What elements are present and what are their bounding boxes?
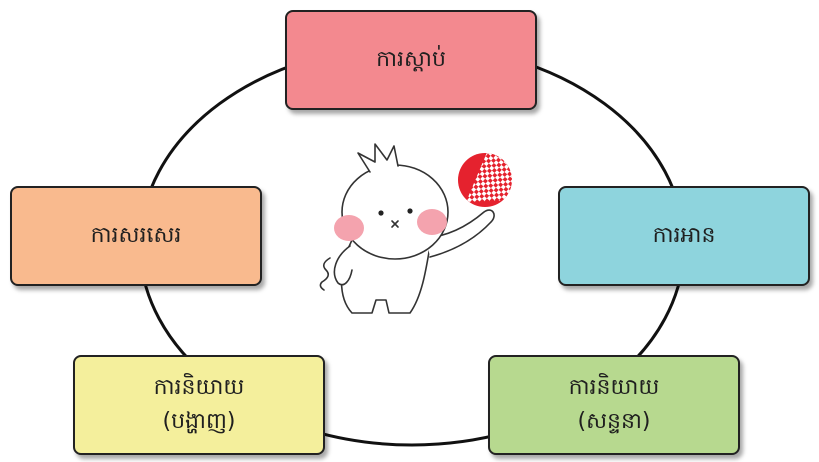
node-reading-label: ការអាន [652, 223, 716, 248]
mascot-right-arm [425, 209, 495, 258]
node-speaking-presentation: ការនិយាយ (បង្ហាញ) [73, 355, 325, 455]
node-speaking-presentation-sublabel: (បង្ហាញ) [162, 409, 236, 434]
node-reading: ការអាន [558, 186, 810, 286]
node-listening: ការស្តាប់ [285, 10, 537, 110]
mascot-right-cheek [417, 209, 447, 235]
node-listening-label: ការស្តាប់ [376, 47, 446, 72]
node-speaking-conversation-sublabel: (សន្ទនា) [577, 409, 651, 434]
node-speaking-conversation: ការនិយាយ (សន្ទនា) [488, 355, 740, 455]
node-speaking-presentation-label: ការនិយាយ [153, 375, 245, 400]
mascot-mouth [391, 220, 399, 228]
node-writing-label: ការសរសេរ [90, 223, 182, 248]
mascot-right-eye [407, 208, 413, 214]
mascot-left-eye [378, 210, 384, 216]
logo-check-pattern [466, 153, 512, 202]
mascot-icon [319, 143, 495, 314]
node-speaking-conversation-label: ការនិយាយ [568, 375, 660, 400]
mascot-left-arm [333, 245, 353, 286]
mascot-tail [319, 257, 331, 291]
mascot-tuft [357, 143, 399, 173]
mascot-left-cheek [334, 215, 364, 241]
node-writing: ការសរសេរ [10, 186, 262, 286]
logo-icon [458, 153, 512, 207]
